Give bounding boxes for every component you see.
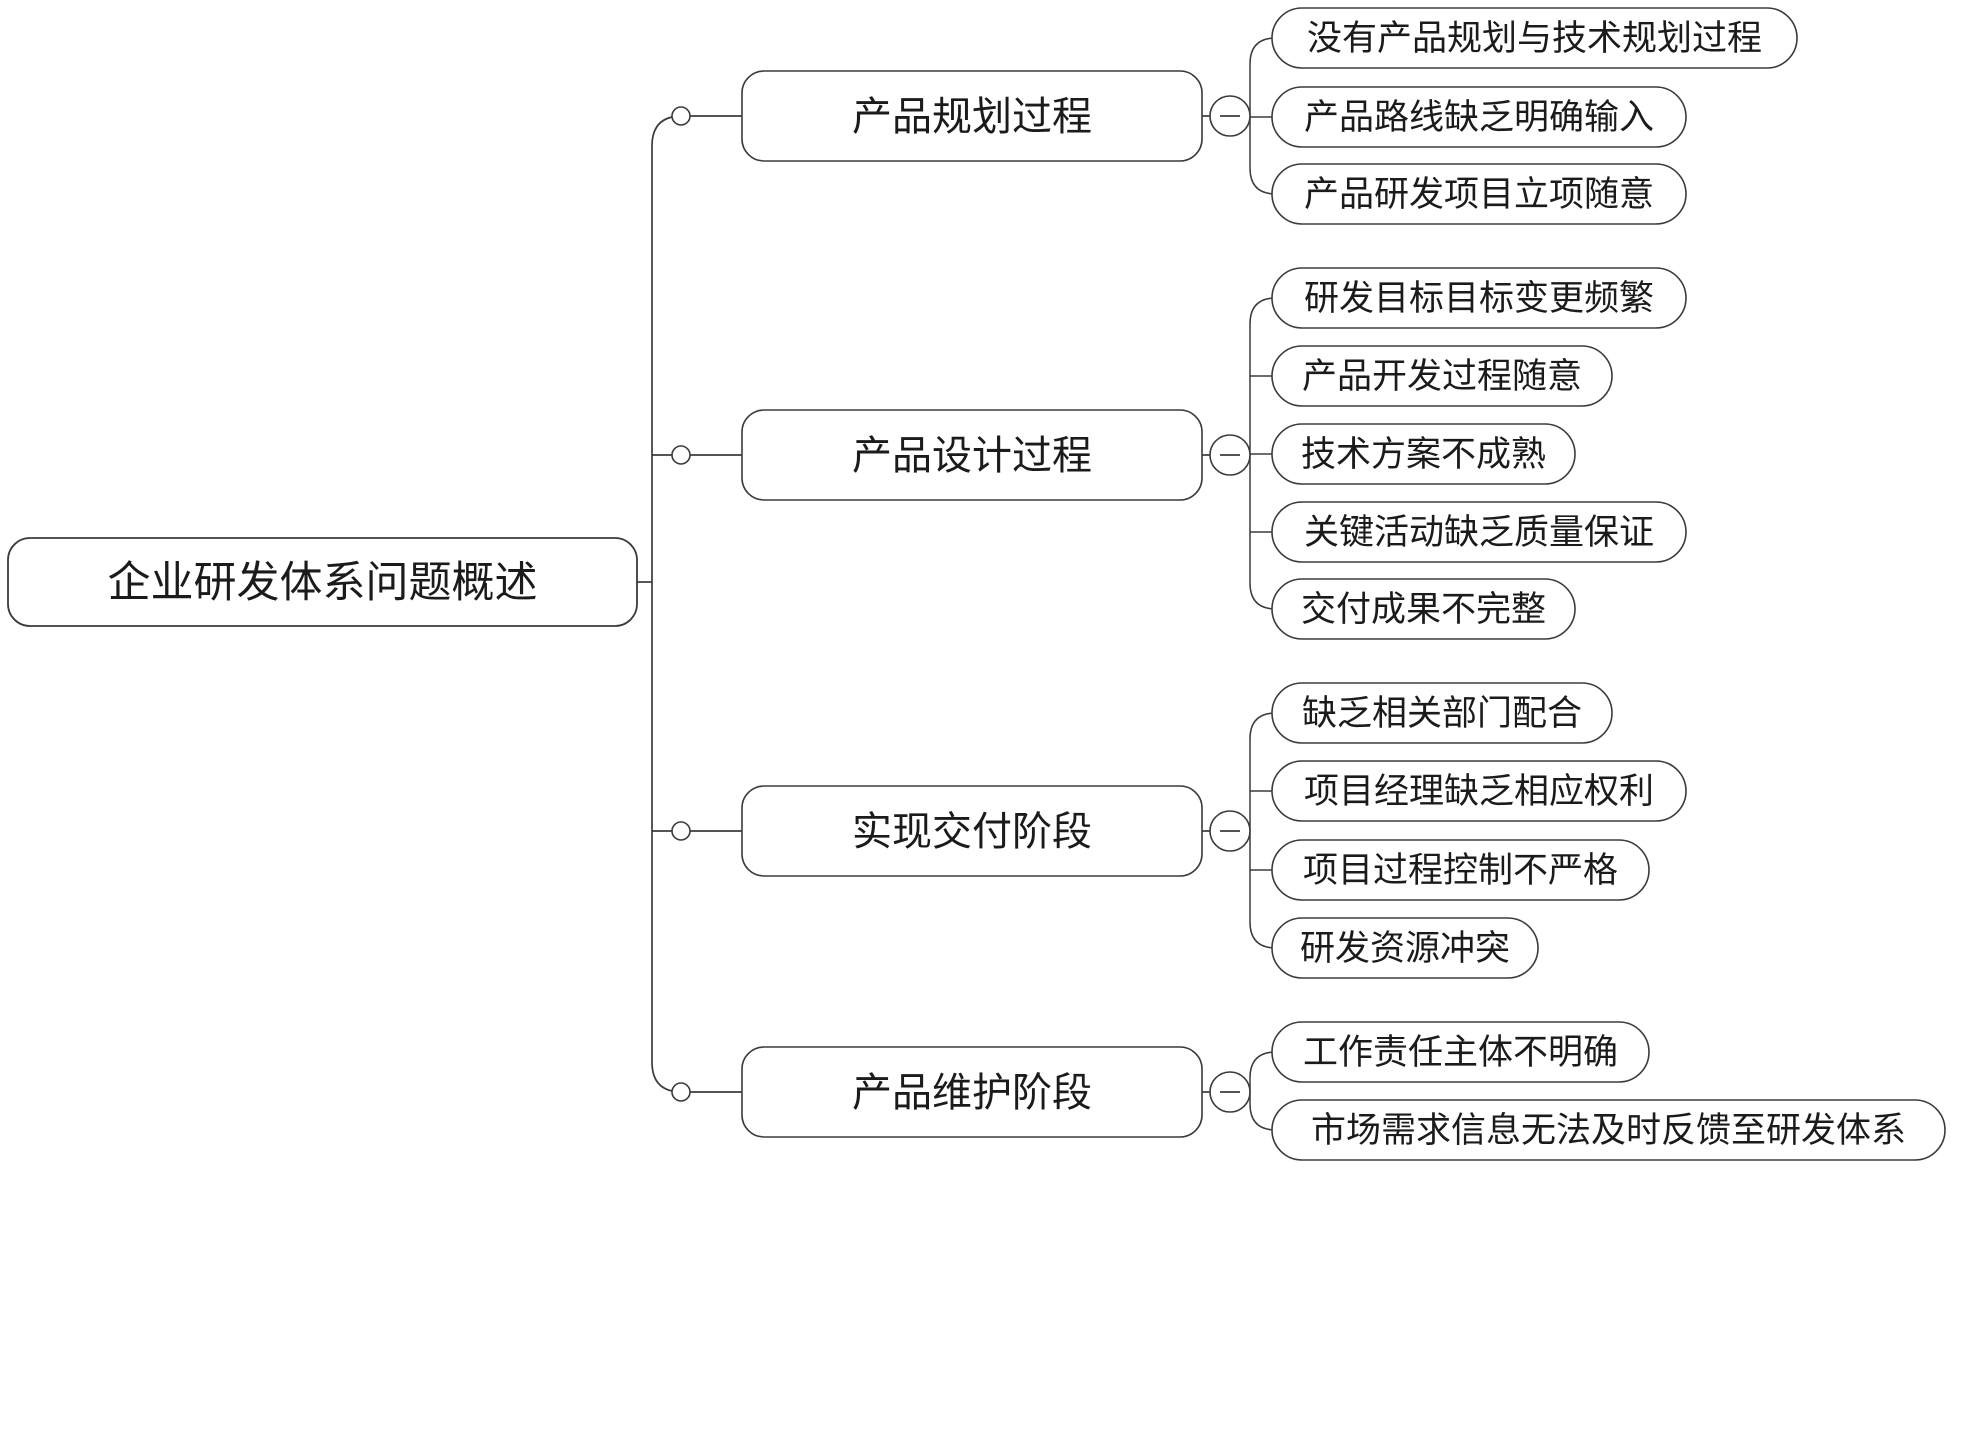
leaf-node-1-3[interactable]: 关键活动缺乏质量保证 xyxy=(1271,501,1687,563)
leaf-node-label-2-1: 项目经理缺乏相应权利 xyxy=(1304,772,1654,812)
leaf-node-3-1-rect[interactable] xyxy=(1271,1099,1946,1161)
branch-node-3[interactable]: 产品维护阶段 xyxy=(741,1046,1203,1138)
leaf-node-2-0-rect[interactable] xyxy=(1271,682,1613,744)
leaf-node-label-3-0: 工作责任主体不明确 xyxy=(1303,1033,1618,1073)
leaf-node-2-3-rect[interactable] xyxy=(1271,917,1539,979)
branch-dot-icon[interactable] xyxy=(671,1082,691,1102)
leaf-node-3-0-rect[interactable] xyxy=(1271,1021,1650,1083)
leaf-node-label-1-4: 交付成果不完整 xyxy=(1301,590,1546,630)
leaf-node-2-3[interactable]: 研发资源冲突 xyxy=(1271,917,1539,979)
leaf-node-1-4[interactable]: 交付成果不完整 xyxy=(1271,578,1576,640)
collapse-toggle-2[interactable] xyxy=(1209,810,1251,852)
leaf-node-1-0-rect[interactable] xyxy=(1271,267,1687,329)
branch-node-1-rect[interactable] xyxy=(741,409,1203,501)
collapse-toggle-1[interactable] xyxy=(1209,434,1251,476)
leaf-node-2-1-rect[interactable] xyxy=(1271,760,1687,822)
branch-node-3-rect[interactable] xyxy=(741,1046,1203,1138)
leaf-node-label-2-3: 研发资源冲突 xyxy=(1300,929,1510,969)
leaf-node-1-1-rect[interactable] xyxy=(1271,345,1613,407)
leaf-node-label-3-1: 市场需求信息无法及时反馈至研发体系 xyxy=(1311,1111,1906,1151)
branch-node-2[interactable]: 实现交付阶段 xyxy=(741,785,1203,877)
branch-node-label-1: 产品设计过程 xyxy=(852,433,1092,479)
nodes-layer: 企业研发体系问题概述产品规划过程没有产品规划与技术规划过程产品路线缺乏明确输入产… xyxy=(7,7,1946,1161)
leaf-node-label-2-0: 缺乏相关部门配合 xyxy=(1302,694,1582,734)
leaf-node-1-0[interactable]: 研发目标目标变更频繁 xyxy=(1271,267,1687,329)
branch-connector-dot[interactable] xyxy=(671,821,691,841)
branch-node-0[interactable]: 产品规划过程 xyxy=(741,70,1203,162)
leaf-node-label-2-2: 项目过程控制不严格 xyxy=(1303,851,1618,891)
leaf-node-1-1[interactable]: 产品开发过程随意 xyxy=(1271,345,1613,407)
connectors-layer xyxy=(637,37,1277,1131)
branch-connector-dot[interactable] xyxy=(671,445,691,465)
branch-node-1[interactable]: 产品设计过程 xyxy=(741,409,1203,501)
leaf-node-2-2[interactable]: 项目过程控制不严格 xyxy=(1271,839,1650,901)
leaf-node-2-0[interactable]: 缺乏相关部门配合 xyxy=(1271,682,1613,744)
leaf-node-1-4-rect[interactable] xyxy=(1271,578,1576,640)
branch-node-label-3: 产品维护阶段 xyxy=(852,1070,1092,1116)
leaf-node-3-0[interactable]: 工作责任主体不明确 xyxy=(1271,1021,1650,1083)
leaf-node-0-2-rect[interactable] xyxy=(1271,163,1687,225)
leaf-node-label-0-0: 没有产品规划与技术规划过程 xyxy=(1307,19,1762,59)
leaf-node-1-2[interactable]: 技术方案不成熟 xyxy=(1271,423,1576,485)
leaf-node-0-0-rect[interactable] xyxy=(1271,7,1798,69)
leaf-node-0-2[interactable]: 产品研发项目立项随意 xyxy=(1271,163,1687,225)
leaf-node-1-3-rect[interactable] xyxy=(1271,501,1687,563)
branch-node-label-2: 实现交付阶段 xyxy=(852,809,1092,855)
branch-connector-dot[interactable] xyxy=(671,106,691,126)
branch-node-label-0: 产品规划过程 xyxy=(852,94,1092,140)
branch-dot-icon[interactable] xyxy=(671,106,691,126)
leaf-node-label-0-1: 产品路线缺乏明确输入 xyxy=(1304,98,1654,138)
leaf-node-2-2-rect[interactable] xyxy=(1271,839,1650,901)
branch-dot-icon[interactable] xyxy=(671,445,691,465)
collapse-toggle-3[interactable] xyxy=(1209,1071,1251,1113)
leaf-node-label-1-2: 技术方案不成熟 xyxy=(1301,435,1546,475)
leaf-node-2-1[interactable]: 项目经理缺乏相应权利 xyxy=(1271,760,1687,822)
leaf-node-3-1[interactable]: 市场需求信息无法及时反馈至研发体系 xyxy=(1271,1099,1946,1161)
leaf-node-label-1-3: 关键活动缺乏质量保证 xyxy=(1304,513,1654,553)
branch-connector-dot[interactable] xyxy=(671,1082,691,1102)
branch-node-0-rect[interactable] xyxy=(741,70,1203,162)
collapse-toggle-0[interactable] xyxy=(1209,95,1251,137)
leaf-node-0-1[interactable]: 产品路线缺乏明确输入 xyxy=(1271,86,1687,148)
root-node-rect[interactable] xyxy=(7,537,638,627)
leaf-node-label-1-1: 产品开发过程随意 xyxy=(1302,357,1582,397)
leaf-node-label-0-2: 产品研发项目立项随意 xyxy=(1304,175,1654,215)
branch-node-2-rect[interactable] xyxy=(741,785,1203,877)
root-node[interactable]: 企业研发体系问题概述 xyxy=(7,537,638,627)
branch-dot-icon[interactable] xyxy=(671,821,691,841)
root-node-label: 企业研发体系问题概述 xyxy=(108,558,538,608)
leaf-node-0-0[interactable]: 没有产品规划与技术规划过程 xyxy=(1271,7,1798,69)
leaf-node-label-1-0: 研发目标目标变更频繁 xyxy=(1304,279,1654,319)
leaf-node-0-1-rect[interactable] xyxy=(1271,86,1687,148)
leaf-node-1-2-rect[interactable] xyxy=(1271,423,1576,485)
